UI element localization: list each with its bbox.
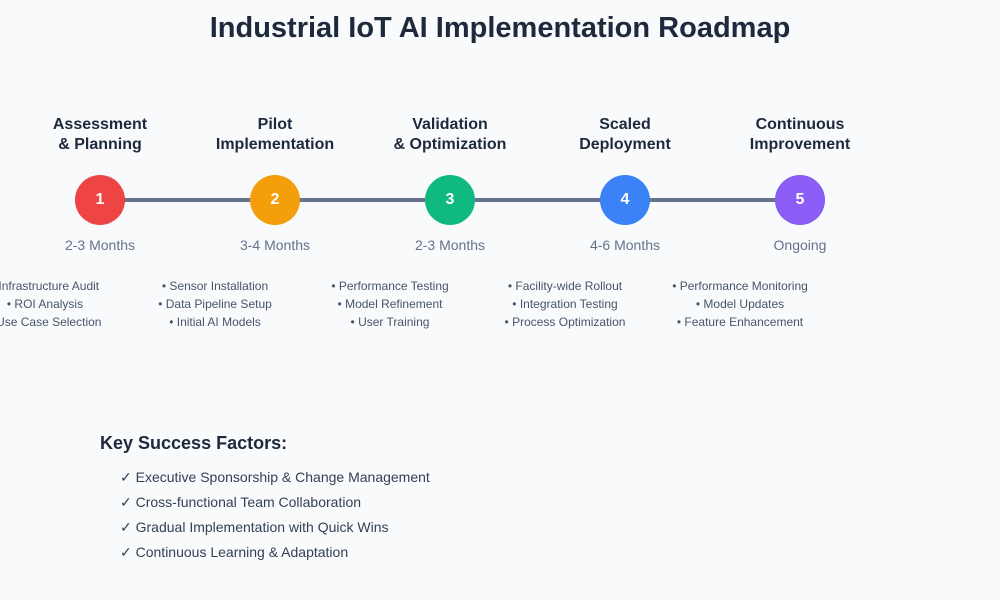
activity-item: • Use Case Selection (0, 315, 102, 329)
activity-item: • Infrastructure Audit (0, 279, 100, 293)
phase-duration: Ongoing (773, 237, 827, 253)
activity-item: • Model Updates (695, 297, 785, 311)
phase-title-line: Deployment (579, 136, 671, 153)
activity-item: • Performance Monitoring (672, 279, 808, 293)
activity-item: • Facility-wide Rollout (507, 279, 623, 293)
activity-item: • Performance Testing (331, 279, 449, 293)
activity-item: • Process Optimization (504, 315, 626, 329)
phase-activities: • Facility-wide Rollout • Integration Tes… (465, 277, 665, 331)
phase-duration: 2-3 Months (414, 237, 486, 253)
phase-title-line: & Planning (58, 136, 142, 153)
phase-title-line: Validation (412, 116, 488, 133)
phase-activities: • Infrastructure Audit • ROI Analysis • Us… (0, 277, 145, 331)
success-factors-title: Key Success Factors: (100, 433, 288, 453)
phase-title-line: Implementation (215, 136, 335, 153)
phase-marker: 1 (75, 175, 125, 225)
activity-item: • Initial AI Models (169, 315, 261, 329)
phase-title: Continuous Improvement (700, 115, 900, 155)
phase-marker: 4 (600, 175, 650, 225)
phase-title: Validation & Optimization (350, 115, 550, 155)
phase-activities: • Sensor Installation • Data Pipeline Set… (115, 277, 315, 331)
phase-title-line: Scaled (599, 116, 651, 133)
phase-title-line: Assessment (52, 116, 148, 133)
success-factors-list: ✓ Executive Sponsorship & Change Managem… (120, 465, 430, 565)
activity-item: • Integration Testing (512, 297, 618, 311)
phase-title-line: Improvement (749, 136, 851, 153)
activity-item: • User Training (350, 315, 430, 329)
phase-marker: 2 (250, 175, 300, 225)
phase-title-line: & Optimization (393, 136, 507, 153)
phase-title-line: Pilot (257, 116, 293, 133)
phase-duration: 4-6 Months (589, 237, 661, 253)
phase-title: Scaled Deployment (525, 115, 725, 155)
page-title: Industrial IoT AI Implementation Roadmap (209, 12, 791, 44)
phase-duration: 2-3 Months (64, 237, 136, 253)
phase-activities: • Performance Testing • Model Refinement •… (290, 277, 490, 331)
success-factor: ✓ Gradual Implementation with Quick Wins (120, 519, 389, 535)
phase-activities: • Performance Monitoring • Model Updates •… (640, 277, 840, 331)
phase-title: Pilot Implementation (175, 115, 375, 155)
activity-item: • Feature Enhancement (676, 315, 804, 329)
activity-item: • Data Pipeline Setup (158, 297, 272, 311)
activity-item: • ROI Analysis (6, 297, 84, 311)
success-factor: ✓ Cross-functional Team Collaboration (120, 494, 362, 510)
success-factor: ✓ Executive Sponsorship & Change Managem… (120, 469, 430, 485)
phase-marker: 5 (775, 175, 825, 225)
success-factor: ✓ Continuous Learning & Adaptation (120, 544, 349, 560)
activity-item: • Model Refinement (337, 297, 443, 311)
activity-item: • Sensor Installation (161, 279, 269, 293)
phase-marker: 3 (425, 175, 475, 225)
phase-title: Assessment & Planning (0, 115, 200, 155)
phase-duration: 3-4 Months (239, 237, 311, 253)
phase-title-line: Continuous (755, 116, 845, 133)
